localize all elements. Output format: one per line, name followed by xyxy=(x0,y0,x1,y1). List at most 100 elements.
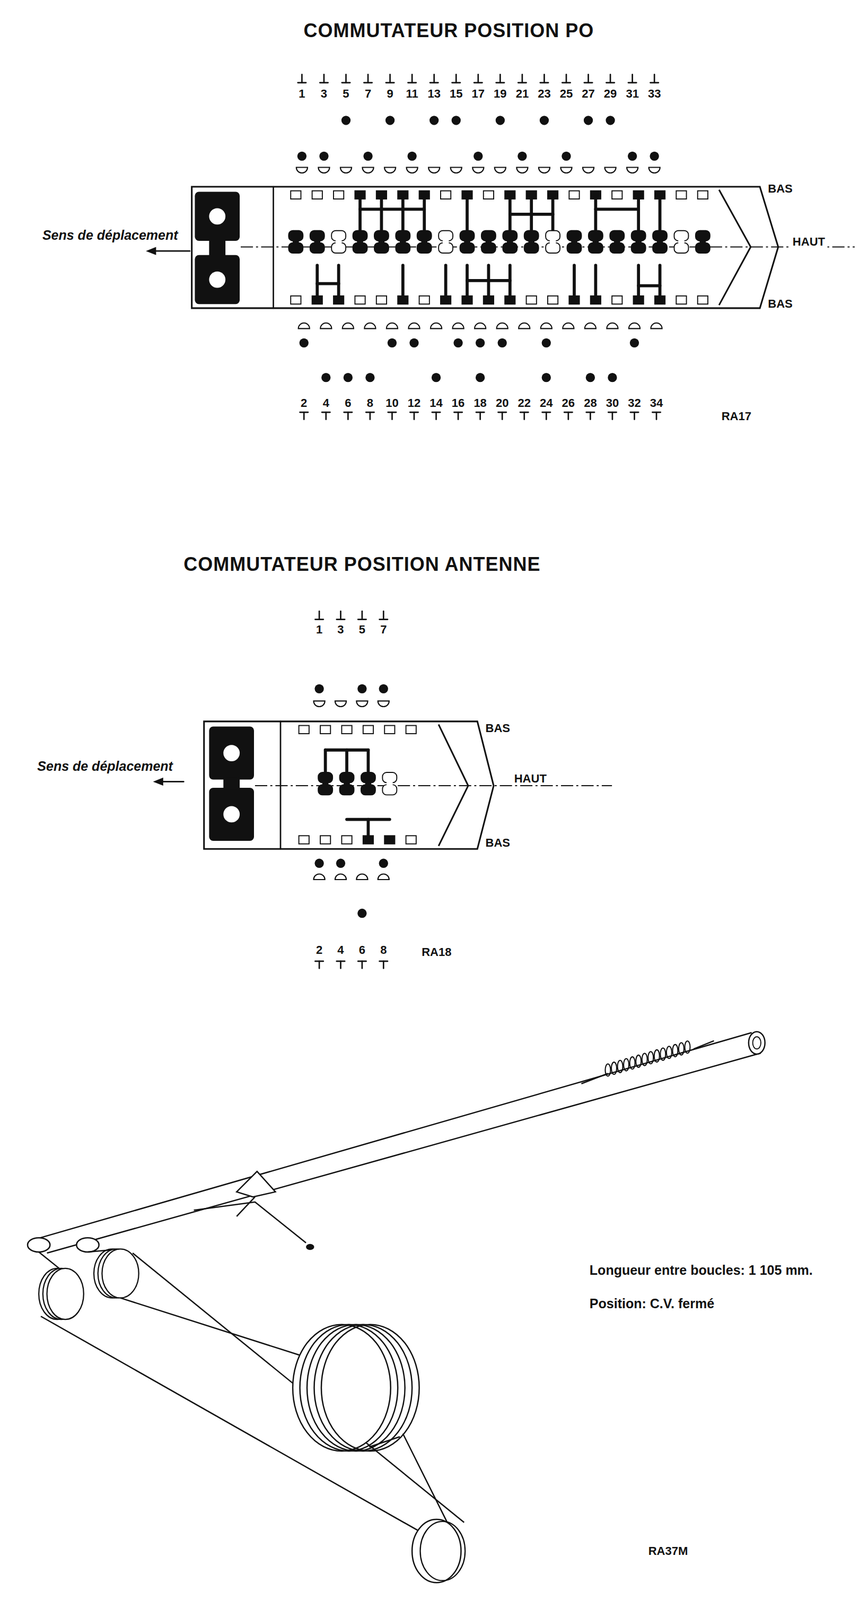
pin-tick xyxy=(611,411,614,419)
contact-blade xyxy=(322,779,329,787)
pulley xyxy=(76,1237,99,1252)
contact-blade xyxy=(343,779,350,787)
contact-dot xyxy=(451,115,461,125)
tension-spring xyxy=(617,1059,624,1073)
arrow-head xyxy=(145,246,156,255)
slider-block xyxy=(208,238,226,258)
contact-cup xyxy=(430,322,442,329)
tuning-drum xyxy=(313,1324,412,1451)
contact-dot xyxy=(363,151,373,161)
section-title: COMMUTATEUR POSITION ANTENNE xyxy=(183,553,541,575)
slider-chevron xyxy=(719,189,751,305)
contact-blade xyxy=(442,238,450,245)
contact-pad xyxy=(406,725,417,734)
contact-blade xyxy=(678,238,685,245)
contact-blade xyxy=(528,238,535,245)
pin-tick xyxy=(631,74,634,83)
contact-pad xyxy=(333,190,344,199)
pin-tick xyxy=(584,81,593,84)
pin-number: 29 xyxy=(603,87,617,101)
pin-number: 2 xyxy=(316,943,323,957)
pulley xyxy=(748,1031,766,1054)
contact-dot xyxy=(407,151,417,161)
contact-pad xyxy=(406,835,417,844)
pin-number: 6 xyxy=(358,943,366,957)
pin-tick xyxy=(562,81,571,84)
contact-trace xyxy=(593,198,598,231)
contact-blade xyxy=(313,238,321,245)
slider-block xyxy=(208,787,254,841)
pointer-tip xyxy=(305,1243,314,1250)
contact-trace xyxy=(465,198,469,231)
contact-pad xyxy=(440,190,451,199)
pulley xyxy=(27,1237,50,1252)
contact-cup xyxy=(562,322,574,329)
contact-trace xyxy=(317,282,339,286)
pin-number: 3 xyxy=(320,87,328,101)
contact-blade xyxy=(656,238,664,245)
pin-number: 8 xyxy=(380,943,387,957)
contact-pad xyxy=(384,725,395,734)
contact-dot xyxy=(336,858,346,868)
pin-number: 12 xyxy=(407,396,421,410)
pin-number: 7 xyxy=(364,87,372,101)
spring-hook xyxy=(581,1072,608,1083)
pin-number: 4 xyxy=(322,396,330,410)
pin-tick xyxy=(609,74,612,83)
pin-number: 34 xyxy=(650,396,663,410)
contact-cup xyxy=(384,167,396,173)
pin-tick xyxy=(407,81,416,84)
dial-cord xyxy=(40,1315,419,1530)
pin-number: 33 xyxy=(647,87,661,101)
pin-tick xyxy=(314,618,323,620)
slider-block xyxy=(208,726,254,780)
slider-body xyxy=(204,721,494,849)
slider-block xyxy=(194,191,240,241)
contact-pad xyxy=(299,725,310,734)
tension-spring xyxy=(623,1057,629,1071)
pin-number: 7 xyxy=(380,623,387,636)
tension-spring xyxy=(611,1061,617,1074)
contact-cup xyxy=(516,167,528,173)
pin-tick xyxy=(382,610,385,619)
contact-dot xyxy=(429,115,439,125)
pin-tick xyxy=(361,610,364,619)
direction-label: Sens de déplacement xyxy=(42,228,179,244)
contact-dot xyxy=(475,372,485,382)
pin-tick xyxy=(496,81,505,84)
pin-tick xyxy=(413,411,416,419)
contact-cup xyxy=(356,700,368,707)
pin-number: 5 xyxy=(342,87,349,101)
contact-dot xyxy=(365,372,375,382)
pin-tick xyxy=(379,618,388,620)
mounting-hole xyxy=(208,271,226,288)
contact-cup xyxy=(540,322,552,329)
contact-dot xyxy=(539,115,549,125)
pin-tick xyxy=(319,81,328,84)
contact-cup xyxy=(356,873,368,880)
contact-cup xyxy=(604,167,616,173)
contact-blade xyxy=(506,238,514,245)
contact-cup xyxy=(518,322,530,329)
contact-trace xyxy=(401,198,405,231)
contact-pad xyxy=(290,295,301,304)
contact-trace xyxy=(572,265,576,296)
contact-dot xyxy=(475,338,485,348)
contact-blade xyxy=(335,238,343,245)
contact-trace xyxy=(345,749,349,773)
contact-trace xyxy=(636,198,640,231)
pin-number: 9 xyxy=(386,87,393,101)
contact-blade xyxy=(421,238,428,245)
tension-spring xyxy=(642,1053,648,1066)
contact-cup xyxy=(296,167,308,173)
spring-hook xyxy=(693,1040,714,1049)
dial-cord xyxy=(47,1052,761,1253)
pulley-axle xyxy=(38,1251,59,1268)
contact-cup xyxy=(649,167,661,173)
drum-clip xyxy=(369,1435,400,1446)
center-line xyxy=(255,784,612,786)
contact-cup xyxy=(320,322,332,329)
contact-dot xyxy=(319,151,329,161)
mounting-hole xyxy=(223,805,240,823)
pin-number: 14 xyxy=(429,396,443,410)
